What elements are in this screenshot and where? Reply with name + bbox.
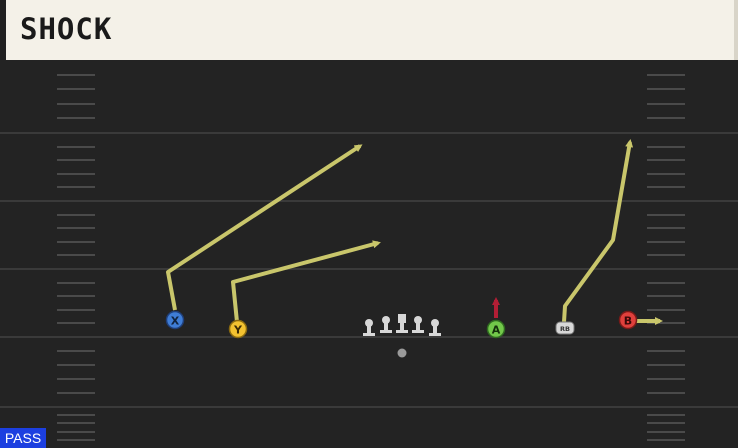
player-rb[interactable]: RB — [555, 321, 575, 335]
player-x[interactable]: X — [165, 310, 185, 330]
lineman-icon — [380, 316, 392, 333]
player-a[interactable]: A — [486, 319, 506, 339]
player-a-label: A — [492, 324, 501, 337]
route-rb — [562, 139, 634, 323]
offensive-line — [363, 314, 441, 336]
player-y-label: Y — [233, 324, 243, 337]
routes — [166, 139, 663, 325]
lineman-icon — [363, 319, 375, 336]
field: X Y A RB B — [0, 74, 738, 441]
yard-lines — [0, 132, 738, 408]
lineman-icon — [429, 319, 441, 336]
player-x-label: X — [171, 315, 180, 328]
lineman-icon — [412, 316, 424, 333]
quarterback-marker — [397, 348, 407, 358]
player-rb-label: RB — [560, 325, 570, 333]
play-title: SHOCK — [20, 12, 113, 46]
center-icon — [396, 314, 408, 333]
player-b[interactable]: B — [618, 310, 638, 330]
route-y — [231, 240, 381, 323]
player-b-label: B — [624, 315, 632, 328]
play-header: SHOCK — [0, 0, 738, 60]
hash-marks — [57, 74, 685, 441]
player-y[interactable]: Y — [228, 319, 248, 339]
play-type-badge: PASS — [0, 428, 46, 448]
route-x — [166, 144, 363, 311]
